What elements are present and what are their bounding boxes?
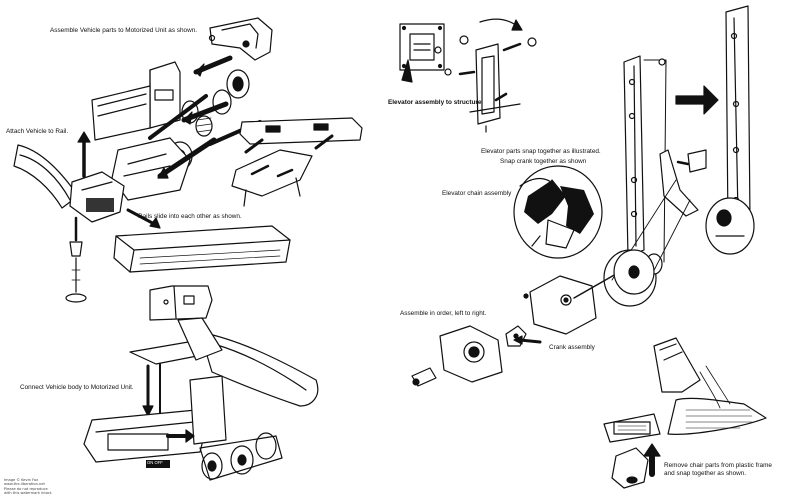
caption-crank-assembly: Crank assembly: [549, 344, 595, 351]
caption-connect-body: Connect Vehicle body to Motorized Unit.: [20, 384, 134, 391]
caption-attach-vehicle: Attach Vehicle to Rail.: [6, 128, 69, 135]
switch-label: ON OFF: [147, 460, 163, 465]
caption-assemble-vehicle: Assemble Vehicle parts to Motorized Unit…: [50, 27, 198, 34]
image-credit: Image © Kevin Fox www.the-liberation.net…: [4, 478, 52, 496]
vehicle-body-drawing: [83, 285, 319, 481]
credit-line-3: Please do not reproduce: [4, 486, 48, 491]
caption-chair-parts: Remove chair parts from plastic frame an…: [664, 462, 772, 477]
caption-elevator-chain: Elevator chain assembly: [442, 190, 512, 197]
crank-assembly-drawing: [523, 249, 655, 335]
rail-piece-drawing: [113, 225, 291, 273]
elevator-structure-drawing: [399, 18, 537, 133]
caption-assemble-order: Assemble in order, left to right.: [400, 310, 487, 317]
caption-rails-slide: Rails slide into each other as shown.: [138, 213, 242, 220]
caption-elevator-structure: Elevator assembly to structure: [388, 99, 482, 106]
credit-line-4: with this watermark intact.: [4, 491, 53, 496]
crank-parts-row-drawing: [411, 325, 542, 387]
motorized-unit-drawing: [13, 17, 273, 303]
caption-snap-crank: Snap crank together as shown: [500, 158, 587, 165]
track-bar-drawing: [231, 117, 363, 207]
elevator-tower-drawing: [603, 5, 755, 307]
switch-box: [146, 460, 170, 468]
crank-detail-drawing: [513, 165, 603, 259]
credit-line-1: Image © Kevin Fox: [4, 478, 39, 482]
chair-drawing: [603, 337, 767, 489]
credit-line-2: www.the-liberation.net: [4, 482, 45, 487]
caption-elevator-parts: Elevator parts snap together as illustra…: [481, 148, 601, 155]
